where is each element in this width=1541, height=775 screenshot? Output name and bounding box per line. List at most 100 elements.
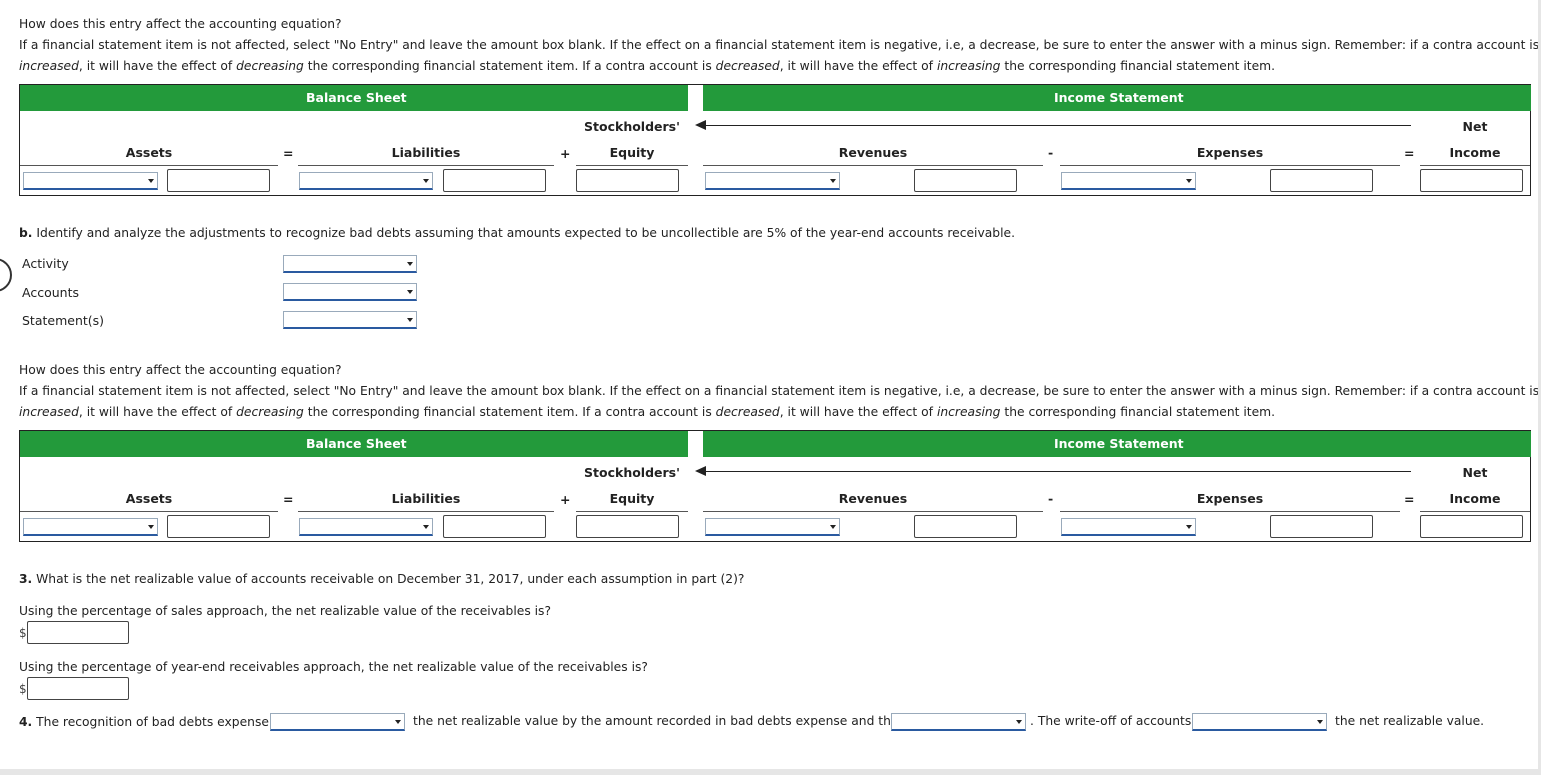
income-statement-title: Income Statement (1054, 90, 1184, 105)
net-income-input[interactable] (1420, 515, 1523, 538)
revenues-amount-input[interactable] (914, 169, 1017, 192)
part-b-prefix: b. (19, 226, 33, 240)
equity-underline (576, 165, 688, 166)
revenues-account-select[interactable] (705, 172, 840, 190)
statements-select[interactable] (283, 311, 417, 329)
sales-approach-prompt: Using the percentage of sales approach, … (19, 604, 551, 618)
part-b-question: b. Identify and analyze the adjustments … (19, 225, 1015, 241)
caret-down-icon (423, 179, 429, 183)
balance-sheet-title: Balance Sheet (306, 436, 407, 451)
scrollbar-track[interactable] (1538, 0, 1541, 775)
assets-underline (20, 511, 278, 512)
assets-amount-input[interactable] (167, 515, 270, 538)
equity-amount-input[interactable] (576, 515, 679, 538)
income-underline (1420, 511, 1530, 512)
equity-underline (576, 511, 688, 512)
part-4-text-1: 4. The recognition of bad debts expense (19, 714, 269, 730)
instr-em: decreasing (236, 405, 304, 419)
accounts-select[interactable] (283, 283, 417, 301)
instr-text: , it will have the effect of (78, 59, 237, 73)
expenses-underline (1060, 165, 1400, 166)
expenses-account-select[interactable] (1061, 518, 1196, 536)
caret-down-icon (395, 720, 401, 724)
part-4-text-2: the net realizable value by the amount r… (413, 714, 899, 728)
activity-label: Activity (22, 256, 69, 271)
income-statement-header: Income Statement (703, 85, 1531, 111)
accounts-label: Accounts (22, 285, 79, 300)
revenues-account-select[interactable] (705, 518, 840, 536)
instr-text: the corresponding financial statement it… (1000, 405, 1276, 419)
revenues-underline (703, 511, 1043, 512)
liabilities-header: Liabilities (391, 145, 461, 160)
expenses-amount-input[interactable] (1270, 169, 1373, 192)
instr-em: decreasing (236, 59, 304, 73)
instr-em: increased (19, 405, 79, 419)
part-4-prefix: 4. (19, 715, 33, 729)
caret-down-icon (1016, 720, 1022, 724)
caret-down-icon (1317, 720, 1323, 724)
instr-text: , it will have the effect of (779, 59, 937, 73)
instr-text: the corresponding financial statement it… (1000, 59, 1276, 73)
liabilities-account-select[interactable] (299, 172, 433, 190)
bad-debts-effect-select[interactable] (270, 713, 405, 731)
arrow-left-icon (695, 120, 706, 130)
write-off-effect-select[interactable] (1192, 713, 1327, 731)
caret-down-icon (1186, 179, 1192, 183)
receivables-approach-nrv-input[interactable] (27, 677, 129, 700)
liabilities-underline (298, 511, 554, 512)
caret-down-icon (423, 525, 429, 529)
revenues-amount-input[interactable] (914, 515, 1017, 538)
expenses-amount-input[interactable] (1270, 515, 1373, 538)
stockholders-label: Stockholders' (584, 465, 680, 480)
second-effect-select[interactable] (891, 713, 1026, 731)
assets-underline (20, 165, 278, 166)
sales-approach-nrv-input[interactable] (27, 621, 129, 644)
instruction-line-2: increased, it will have the effect of de… (19, 58, 1275, 74)
activity-select[interactable] (283, 255, 417, 273)
equity-amount-input[interactable] (576, 169, 679, 192)
assets-account-select[interactable] (23, 172, 158, 190)
bottom-divider (0, 769, 1541, 775)
caret-down-icon (1186, 525, 1192, 529)
expenses-header: Expenses (1196, 145, 1264, 160)
instr-em: increasing (936, 405, 1001, 419)
part-4-text-4: the net realizable value. (1335, 714, 1485, 728)
assets-amount-input[interactable] (167, 169, 270, 192)
net-label: Net (1462, 119, 1488, 134)
instr-text: the corresponding financial statement it… (303, 59, 716, 73)
part-4-text-3: . The write-off of accounts (1030, 714, 1192, 728)
expenses-header: Expenses (1196, 491, 1264, 506)
equals-sign: = (283, 146, 294, 161)
instruction-line-2-b: increased, it will have the effect of de… (19, 404, 1275, 420)
statements-label: Statement(s) (22, 313, 105, 328)
question-a: How does this entry affect the accountin… (19, 17, 342, 31)
instr-em: increased (19, 59, 79, 73)
instr-text: the corresponding financial statement it… (303, 405, 716, 419)
income-statement-title: Income Statement (1054, 436, 1184, 451)
liabilities-header: Liabilities (391, 491, 461, 506)
question-b: How does this entry affect the accountin… (19, 363, 342, 377)
part-3-question: 3. What is the net realizable value of a… (19, 571, 744, 587)
dollar-sign: $ (19, 682, 27, 696)
instr-text: , it will have the effect of (78, 405, 237, 419)
receivables-approach-prompt: Using the percentage of year-end receiva… (19, 660, 648, 674)
assets-account-select[interactable] (23, 518, 158, 536)
arrow-line (704, 471, 1411, 472)
arrow-left-icon (695, 466, 706, 476)
caret-down-icon (148, 525, 154, 529)
liabilities-amount-input[interactable] (443, 515, 546, 538)
caret-down-icon (830, 179, 836, 183)
expenses-account-select[interactable] (1061, 172, 1196, 190)
instruction-line-1: If a financial statement item is not aff… (19, 38, 1540, 52)
instruction-line-1-b: If a financial statement item is not aff… (19, 384, 1540, 398)
arrow-line (704, 125, 1411, 126)
balance-sheet-header: Balance Sheet (20, 85, 688, 111)
net-income-input[interactable] (1420, 169, 1523, 192)
liabilities-amount-input[interactable] (443, 169, 546, 192)
equals-sign-2: = (1404, 146, 1415, 161)
dollar-sign: $ (19, 626, 27, 640)
accounting-equation-table-2: Balance Sheet Income Statement Stockhold… (19, 430, 1531, 542)
part-4-text: The recognition of bad debts expense (32, 715, 269, 729)
expenses-underline (1060, 511, 1400, 512)
liabilities-account-select[interactable] (299, 518, 433, 536)
